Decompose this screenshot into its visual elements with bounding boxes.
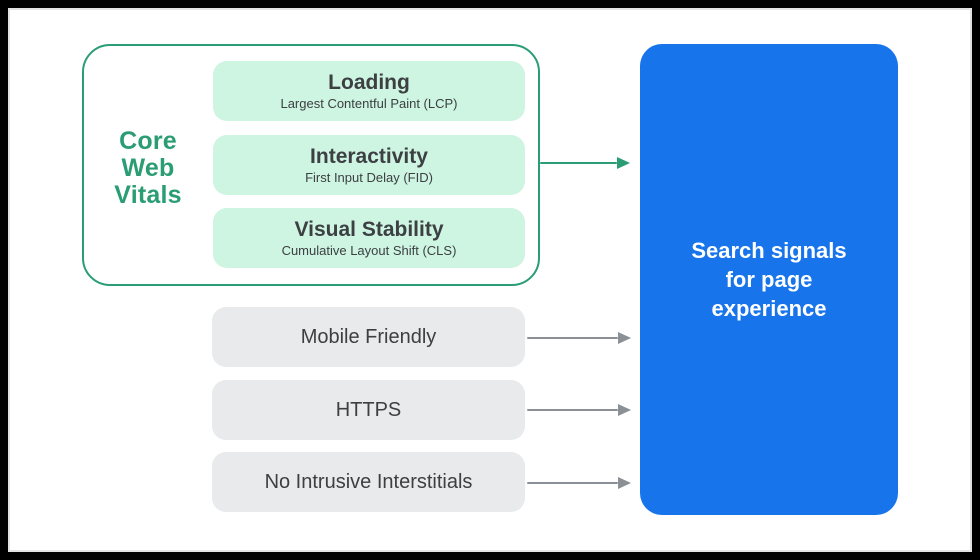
arrow-shaft xyxy=(540,162,617,164)
signal-card-mobile-friendly: Mobile Friendly xyxy=(212,307,525,367)
core-web-vitals-label-line: Vitals xyxy=(114,181,182,209)
metric-title: Visual Stability xyxy=(294,217,444,241)
signal-label: Mobile Friendly xyxy=(300,326,437,348)
metric-title: Loading xyxy=(328,70,410,94)
metric-subtitle: Largest Contentful Paint (LCP) xyxy=(280,95,458,111)
arrow-mobile-friendly xyxy=(527,329,631,347)
core-web-vitals-group-outline xyxy=(82,44,540,286)
metric-card-loading: Loading Largest Contentful Paint (LCP) xyxy=(213,61,525,121)
arrowhead-icon xyxy=(617,157,630,169)
arrow-shaft xyxy=(527,482,618,484)
metric-subtitle: First Input Delay (FID) xyxy=(305,169,433,185)
arrow-no-intrusive-interstitials xyxy=(527,474,631,492)
signal-label: No Intrusive Interstitials xyxy=(264,471,473,493)
search-signals-label-line: experience xyxy=(711,296,827,321)
core-web-vitals-label: Core Web Vitals xyxy=(88,128,208,209)
metric-card-interactivity: Interactivity First Input Delay (FID) xyxy=(213,135,525,195)
arrow-shaft xyxy=(527,409,618,411)
metric-title: Interactivity xyxy=(310,144,428,168)
metric-card-visual-stability: Visual Stability Cumulative Layout Shift… xyxy=(213,208,525,268)
arrowhead-icon xyxy=(618,404,631,416)
core-web-vitals-label-line: Web xyxy=(121,154,175,182)
arrowhead-icon xyxy=(618,332,631,344)
signal-label: HTTPS xyxy=(335,399,402,421)
search-signals-label-line: for page xyxy=(725,267,813,292)
signal-card-https: HTTPS xyxy=(212,380,525,440)
metric-subtitle: Cumulative Layout Shift (CLS) xyxy=(281,242,457,258)
arrow-shaft xyxy=(527,337,618,339)
search-signals-label-line: Search signals xyxy=(691,238,847,263)
signal-card-no-intrusive-interstitials: No Intrusive Interstitials xyxy=(212,452,525,512)
core-web-vitals-label-line: Core xyxy=(119,127,177,155)
search-signals-box: Search signals for page experience xyxy=(640,44,898,515)
arrow-core-web-vitals xyxy=(540,154,630,172)
arrowhead-icon xyxy=(618,477,631,489)
search-signals-label: Search signals for page experience xyxy=(691,236,846,323)
arrow-https xyxy=(527,401,631,419)
